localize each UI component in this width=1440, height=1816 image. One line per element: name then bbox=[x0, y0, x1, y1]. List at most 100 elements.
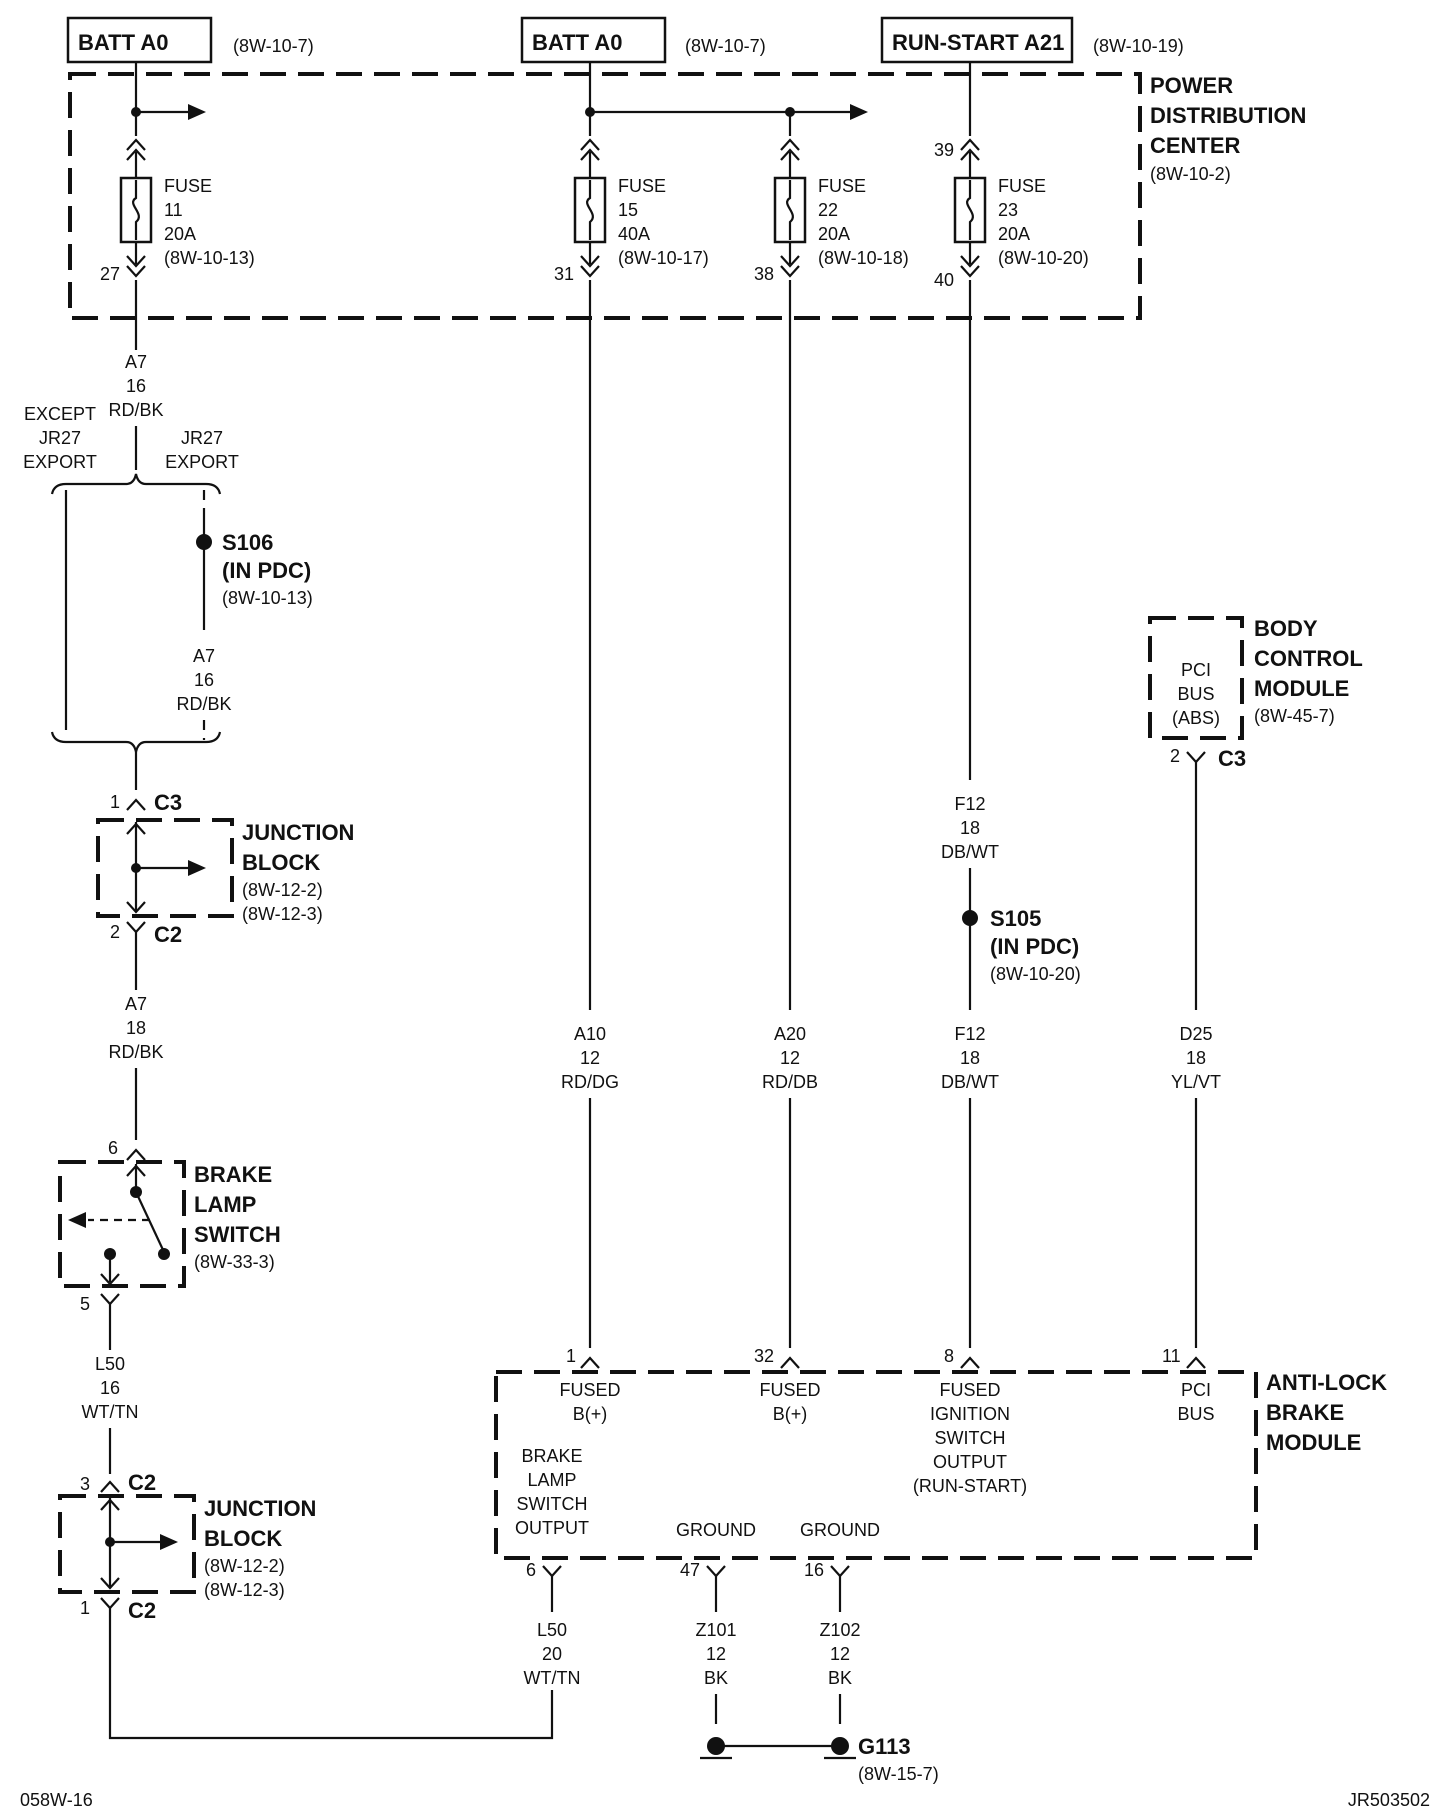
wire-l50-return bbox=[108, 1608, 554, 1740]
pdc-label-line3: CENTER bbox=[1150, 133, 1241, 158]
abm-name-line1: ANTI-LOCK bbox=[1266, 1370, 1387, 1395]
jb1-ref2: (8W-12-3) bbox=[242, 904, 323, 924]
option-split-labels: EXCEPT JR27 EXPORT JR27 EXPORT bbox=[23, 404, 239, 472]
abm-pin-47: 47 bbox=[680, 1560, 700, 1580]
s105-label: S105 bbox=[990, 906, 1041, 931]
jr27-export-line2: EXPORT bbox=[165, 452, 239, 472]
option-brace-top bbox=[50, 473, 222, 495]
abm-pin11-line2: BUS bbox=[1177, 1404, 1214, 1424]
wire-d25: D25 18 YL/VT bbox=[1171, 762, 1221, 1348]
abm-pin6-line4: OUTPUT bbox=[515, 1518, 589, 1538]
s105-ref: (8W-10-20) bbox=[990, 964, 1081, 984]
abm-pin-8: 8 bbox=[944, 1346, 954, 1366]
abm-pin32-line2: B(+) bbox=[773, 1404, 808, 1424]
fuse22-ref: (8W-10-18) bbox=[818, 248, 909, 268]
fuse11-rating: 20A bbox=[164, 224, 196, 244]
arrow-icon bbox=[850, 104, 868, 120]
fuse23-number: 23 bbox=[998, 200, 1018, 220]
except-jr27-line2: JR27 bbox=[39, 428, 81, 448]
fuse-22: 38 FUSE 22 20A (8W-10-18) bbox=[754, 138, 909, 284]
brake-lamp-switch: 6 5 BRAKE LAMP SWITCH (8W-33-3) bbox=[58, 1138, 281, 1314]
s106-ref: (8W-10-13) bbox=[222, 588, 313, 608]
wire-f12-bot-circuit: F12 bbox=[954, 1024, 985, 1044]
jb2-connector-bottom: C2 bbox=[128, 1598, 156, 1623]
pdc-ref: (8W-10-2) bbox=[1150, 164, 1231, 184]
fuse11-label: FUSE bbox=[164, 176, 212, 196]
wire-a7-top-circuit: A7 bbox=[125, 352, 147, 372]
wire-d25-circuit: D25 bbox=[1179, 1024, 1212, 1044]
abm-pin8-line5: (RUN-START) bbox=[913, 1476, 1027, 1496]
ground-icon bbox=[707, 1737, 725, 1755]
wire-a20-gauge: 12 bbox=[780, 1048, 800, 1068]
pdc-bus-wiring bbox=[131, 62, 972, 136]
abm-pin6-line2: LAMP bbox=[527, 1470, 576, 1490]
abm-pin-6: 6 bbox=[526, 1560, 536, 1580]
junction-block-1: 1 C3 2 C2 JUNCTION BLOCK (8W-12-2) (8W-1… bbox=[96, 790, 354, 947]
jb1-pin-top: 1 bbox=[110, 792, 120, 812]
abm-pin8-line4: OUTPUT bbox=[933, 1452, 1007, 1472]
pdc-label-line1: POWER bbox=[1150, 73, 1233, 98]
fuse22-rating: 20A bbox=[818, 224, 850, 244]
wire-l50-20-color: WT/TN bbox=[524, 1668, 581, 1688]
bcm-pin: 2 bbox=[1170, 746, 1180, 766]
fuse-11: 27 FUSE 11 20A (8W-10-13) bbox=[100, 138, 255, 284]
abm-pin-32: 32 bbox=[754, 1346, 774, 1366]
wire-a7-bot-circuit: A7 bbox=[125, 994, 147, 1014]
wire-z101-color: BK bbox=[704, 1668, 728, 1688]
fuse22-label: FUSE bbox=[818, 176, 866, 196]
wire-a10-circuit: A10 bbox=[574, 1024, 606, 1044]
wire-z101-circuit: Z101 bbox=[695, 1620, 736, 1640]
abm-name-line2: BRAKE bbox=[1266, 1400, 1344, 1425]
wire-z101-gauge: 12 bbox=[706, 1644, 726, 1664]
bcm-inner-line3: (ABS) bbox=[1172, 708, 1220, 728]
wire-a20-circuit: A20 bbox=[774, 1024, 806, 1044]
wire-l50-20-circuit: L50 bbox=[537, 1620, 567, 1640]
bls-pin-top: 6 bbox=[108, 1138, 118, 1158]
wire-l50-20-gauge: 20 bbox=[542, 1644, 562, 1664]
wire-a7-top-color: RD/BK bbox=[108, 400, 163, 420]
splice-s106-icon bbox=[196, 534, 212, 550]
batt-a0-mid-label: BATT A0 bbox=[532, 30, 622, 55]
abm-pin1-line1: FUSED bbox=[559, 1380, 620, 1400]
anti-lock-brake-module: ANTI-LOCK BRAKE MODULE 1 FUSED B(+) 32 F… bbox=[494, 1346, 1387, 1580]
fuse15-ref: (8W-10-17) bbox=[618, 248, 709, 268]
wire-a10-gauge: 12 bbox=[580, 1048, 600, 1068]
wire-a10-color: RD/DG bbox=[561, 1072, 619, 1092]
fuse15-rating: 40A bbox=[618, 224, 650, 244]
ground-icon bbox=[831, 1737, 849, 1755]
wire-a7-bot-color: RD/BK bbox=[108, 1042, 163, 1062]
junction-block-2: 3 C2 1 C2 JUNCTION BLOCK (8W-12-2) (8W-1… bbox=[58, 1470, 316, 1623]
wire-a7-mid-gauge: 16 bbox=[194, 670, 214, 690]
body-control-module: PCI BUS (ABS) BODY CONTROL MODULE (8W-45… bbox=[1148, 616, 1363, 771]
bcm-connector: C3 bbox=[1218, 746, 1246, 771]
s106-label: S106 bbox=[222, 530, 273, 555]
jb1-pin-bottom: 2 bbox=[110, 922, 120, 942]
except-jr27-line1: EXCEPT bbox=[24, 404, 96, 424]
wire-z101: Z101 12 BK bbox=[695, 1576, 737, 1724]
wire-l50-16: L50 16 WT/TN bbox=[82, 1304, 138, 1474]
jb2-ref1: (8W-12-2) bbox=[204, 1556, 285, 1576]
batt-a0-mid-ref: (8W-10-7) bbox=[685, 36, 766, 56]
wire-a7-bot-gauge: 18 bbox=[126, 1018, 146, 1038]
fuse23-pin-in: 39 bbox=[934, 140, 954, 160]
s106-location: (IN PDC) bbox=[222, 558, 311, 583]
batt-a0-left-ref: (8W-10-7) bbox=[233, 36, 314, 56]
fuse11-ref: (8W-10-13) bbox=[164, 248, 255, 268]
bls-pin-bottom: 5 bbox=[80, 1294, 90, 1314]
abm-pin-1: 1 bbox=[566, 1346, 576, 1366]
footer-right-code: JR503502 bbox=[1348, 1790, 1430, 1810]
splice-s105-icon bbox=[962, 910, 978, 926]
wire-f12-bot-gauge: 18 bbox=[960, 1048, 980, 1068]
abm-pin8-line3: SWITCH bbox=[935, 1428, 1006, 1448]
wire-z102-circuit: Z102 bbox=[819, 1620, 860, 1640]
wire-d25-color: YL/VT bbox=[1171, 1072, 1221, 1092]
g113-label: G113 bbox=[858, 1734, 911, 1759]
abm-pin11-line1: PCI bbox=[1181, 1380, 1211, 1400]
wire-z102: Z102 12 BK bbox=[819, 1576, 861, 1724]
arrow-icon bbox=[188, 104, 206, 120]
fuse15-pin-out: 31 bbox=[554, 264, 574, 284]
jb2-connector-top: C2 bbox=[128, 1470, 156, 1495]
wire-z102-color: BK bbox=[828, 1668, 852, 1688]
pdc-boundary bbox=[68, 72, 1142, 320]
